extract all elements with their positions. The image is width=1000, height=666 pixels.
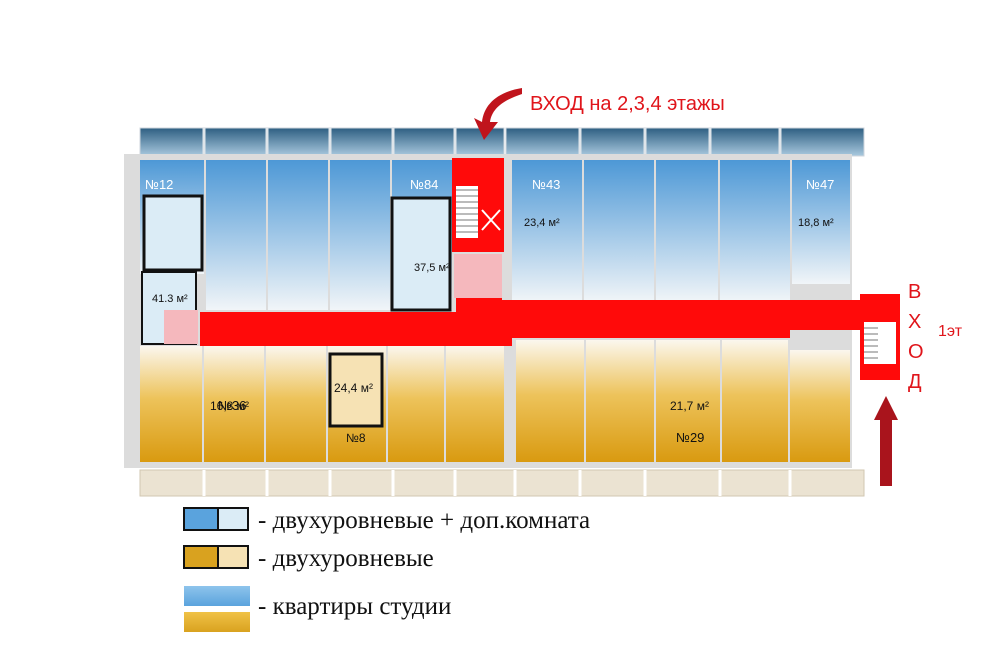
unit-36-area: 16,8 м² xyxy=(210,399,249,413)
legend-duplex-extra-room: - двухуровневые + доп.комната xyxy=(258,507,590,534)
bottom-apartments xyxy=(140,340,850,462)
legend-studio: - квартиры студии xyxy=(258,593,451,620)
unit-43-number: №43 xyxy=(532,177,560,192)
balconies-top xyxy=(139,127,865,157)
unit-labels: №12 41.3 м² №84 37,5 м² №43 23,4 м² №47 … xyxy=(145,177,834,445)
legend-duplex-extra-room-swatch xyxy=(183,507,249,531)
corridor xyxy=(200,294,900,346)
unit-12-area: 41.3 м² xyxy=(152,293,188,305)
upper-floors-entrance-label: ВХОД на 2,3,4 этажы xyxy=(530,93,725,115)
pink-room-12 xyxy=(164,310,198,344)
duplex-extra-room-12 xyxy=(142,194,204,272)
legend-duplex: - двухуровневые xyxy=(258,545,434,572)
entrance-letter-3: О xyxy=(908,341,924,363)
duplex-extra-room-84 xyxy=(390,196,452,312)
legend-duplex-swatch xyxy=(183,545,249,569)
unit-47-number: №47 xyxy=(806,177,834,192)
unit-12-number: №12 xyxy=(145,177,173,192)
legend-studio-swatch xyxy=(184,586,250,632)
ground-entrance-label: В Х О Д 1эт xyxy=(908,281,963,393)
entrance-arrow-upper xyxy=(474,88,522,140)
entrance-letter-4: Д xyxy=(908,371,922,393)
unit-47-area: 18,8 м² xyxy=(798,217,834,229)
unit-29-number: №29 xyxy=(676,430,704,445)
stairwell-ground xyxy=(860,318,900,380)
unit-29-area: 21,7 м² xyxy=(670,399,709,413)
unit-43-area: 23,4 м² xyxy=(524,217,560,229)
balconies-bottom xyxy=(139,469,865,497)
legend: - двухуровневые + доп.комната - двухуров… xyxy=(183,507,590,632)
pink-room-84 xyxy=(454,254,502,298)
duplex-room-8 xyxy=(328,352,384,428)
ground-floor-label: 1эт xyxy=(938,323,963,340)
unit-84-area: 37,5 м² xyxy=(414,262,450,274)
unit-8-number: №8 xyxy=(346,431,366,445)
stairwell-upper xyxy=(452,158,504,252)
unit-8-area: 24,4 м² xyxy=(334,381,373,395)
unit-36-number: №36 xyxy=(218,398,246,413)
entrance-letter-1: В xyxy=(908,281,921,303)
unit-84-number: №84 xyxy=(410,177,438,192)
entrance-letter-2: Х xyxy=(908,311,921,333)
entrance-arrow-ground xyxy=(874,396,898,486)
